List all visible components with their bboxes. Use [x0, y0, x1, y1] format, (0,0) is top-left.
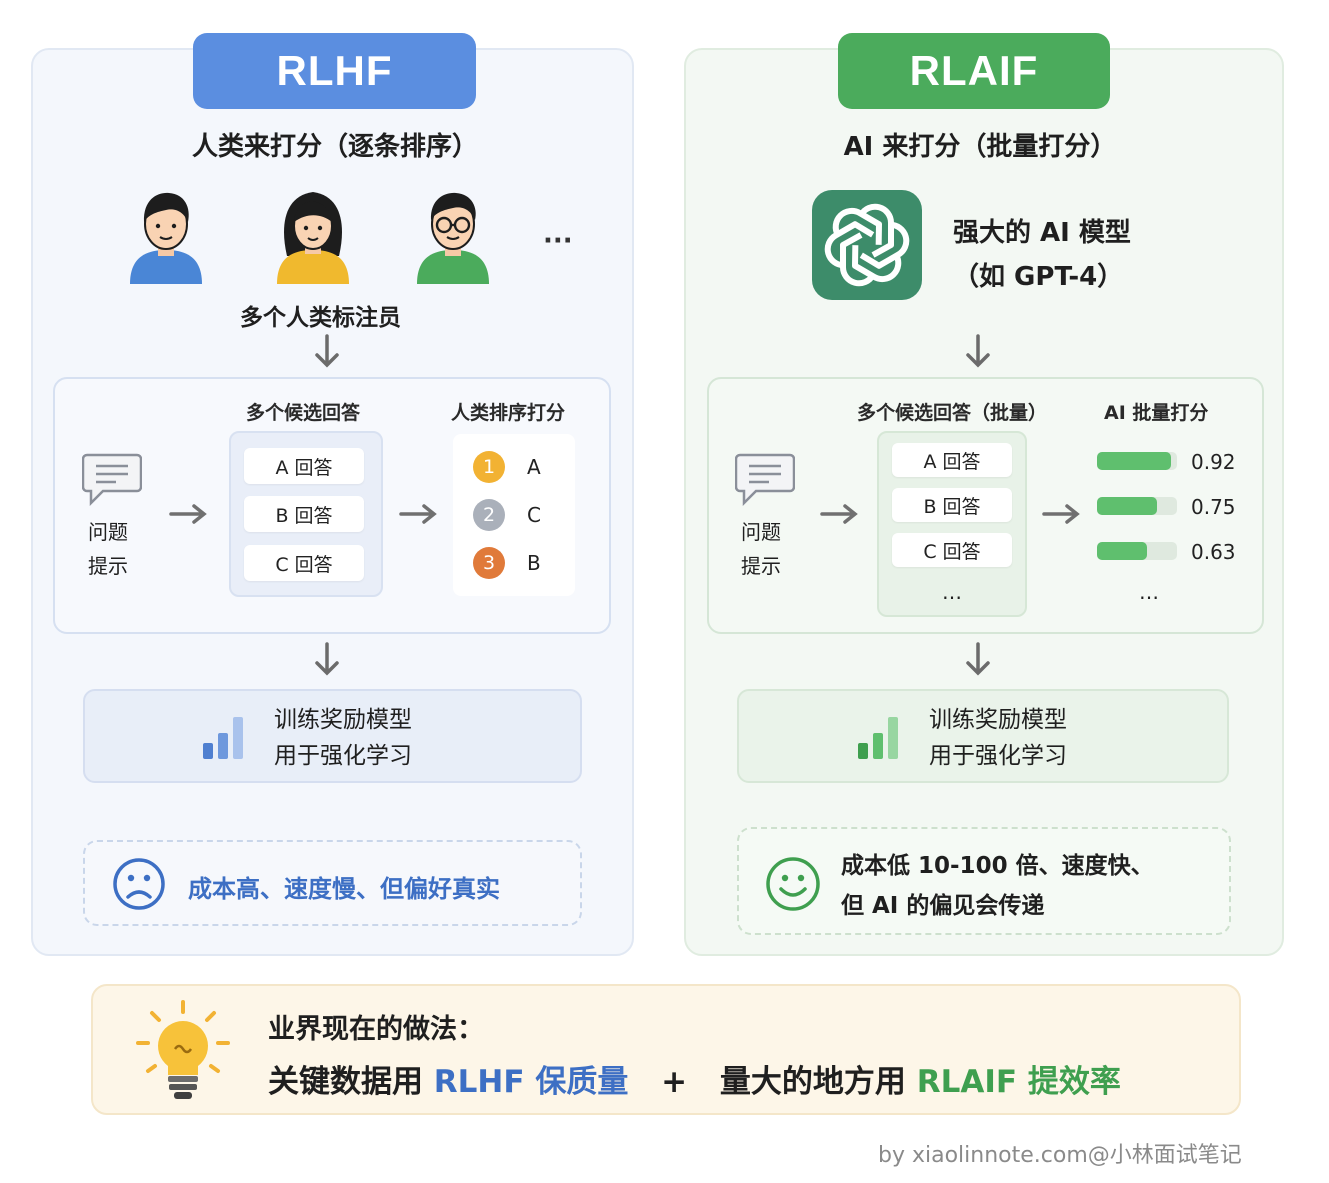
bar-chart-icon — [856, 713, 902, 761]
reward-line-1: 训练奖励模型 — [274, 702, 412, 738]
practice-rlhf: RLHF 保质量 — [434, 1064, 629, 1100]
more-annotators: ··· — [543, 226, 573, 256]
rank-badge-2: 2 — [473, 499, 505, 531]
score-value-2: 0.75 — [1191, 495, 1236, 519]
score-bar-2 — [1097, 497, 1177, 515]
ai-scoring-title: AI 批量打分 — [1104, 398, 1208, 425]
answer-c: C 回答 — [892, 533, 1012, 567]
sad-face-icon — [112, 857, 166, 911]
practice-summary: 关键数据用 RLHF 保质量 + 量大的地方用 RLAIF 提效率 — [268, 1056, 1121, 1101]
bar-chart-icon — [201, 713, 247, 761]
practice-rlaif: RLAIF 提效率 — [917, 1064, 1121, 1100]
score-bar-1 — [1097, 452, 1177, 470]
footer-credit: by xiaolinnote.com@小林面试笔记 — [878, 1137, 1242, 1169]
arrow-right-icon — [1042, 502, 1082, 526]
prompt-label-2: 提示 — [741, 550, 781, 579]
rlhf-note: 成本高、速度慢、但偏好真实 — [188, 869, 500, 904]
practice-part-2: 量大的地方用 — [720, 1064, 917, 1100]
light-bulb-icon — [134, 999, 232, 1103]
rlaif-note-line-1: 成本低 10-100 倍、速度快、 — [841, 846, 1154, 880]
answer-b: B 回答 — [244, 496, 364, 532]
rlhf-subtitle: 人类来打分（逐条排序） — [140, 126, 530, 163]
reward-line-1: 训练奖励模型 — [929, 702, 1067, 738]
answer-a: A 回答 — [892, 443, 1012, 477]
score-bar-3-fill — [1097, 542, 1147, 560]
rlhf-badge: RLHF — [193, 33, 476, 109]
annotator-2-icon — [272, 186, 354, 284]
prompt-chat-icon — [735, 450, 795, 506]
answer-c: C 回答 — [244, 545, 364, 581]
score-bar-2-fill — [1097, 497, 1157, 515]
smile-face-icon — [765, 856, 821, 912]
score-bar-1-fill — [1097, 452, 1171, 470]
human-ranking — [453, 434, 575, 596]
rank-letter-2: C — [527, 503, 541, 527]
rlaif-note-line-2: 但 AI 的偏见会传递 — [841, 886, 1044, 920]
prompt-label-2: 提示 — [88, 550, 128, 579]
batch-candidates-title: 多个候选回答（批量） — [857, 398, 1047, 425]
score-value-3: 0.63 — [1191, 540, 1236, 564]
annotators-label: 多个人类标注员 — [240, 298, 401, 332]
answer-a: A 回答 — [244, 448, 364, 484]
arrow-down-icon — [313, 642, 341, 678]
reward-line-2: 用于强化学习 — [274, 738, 412, 774]
annotator-1-icon — [125, 188, 207, 284]
rlaif-subtitle: AI 来打分（批量打分） — [790, 126, 1170, 163]
ranking-title: 人类排序打分 — [451, 398, 565, 425]
prompt-label-1: 问题 — [88, 516, 128, 545]
practice-heading: 业界现在的做法： — [268, 1007, 484, 1046]
arrow-down-icon — [313, 334, 341, 370]
rank-letter-1: A — [527, 455, 541, 479]
arrow-right-icon — [820, 502, 860, 526]
openai-logo-icon — [812, 190, 922, 300]
rank-badge-3: 3 — [473, 547, 505, 579]
answer-b: B 回答 — [892, 488, 1012, 522]
rlaif-badge: RLAIF — [838, 33, 1110, 109]
scores-more: … — [1139, 580, 1159, 604]
ai-model-line-2: （如 GPT-4） — [953, 256, 1123, 293]
practice-plus: + — [661, 1064, 687, 1100]
score-bar-3 — [1097, 542, 1177, 560]
arrow-right-icon — [399, 502, 439, 526]
prompt-chat-icon — [82, 450, 142, 506]
practice-part-1: 关键数据用 — [268, 1064, 434, 1100]
arrow-down-icon — [964, 642, 992, 678]
prompt-label-1: 问题 — [741, 516, 781, 545]
reward-line-2: 用于强化学习 — [929, 738, 1067, 774]
arrow-down-icon — [964, 334, 992, 370]
rank-letter-3: B — [527, 551, 541, 575]
annotator-3-icon — [412, 188, 494, 284]
answers-more: … — [942, 580, 962, 604]
arrow-right-icon — [169, 502, 209, 526]
candidates-title: 多个候选回答 — [246, 398, 360, 425]
ai-model-line-1: 强大的 AI 模型 — [953, 212, 1131, 249]
score-value-1: 0.92 — [1191, 450, 1236, 474]
rank-badge-1: 1 — [473, 451, 505, 483]
